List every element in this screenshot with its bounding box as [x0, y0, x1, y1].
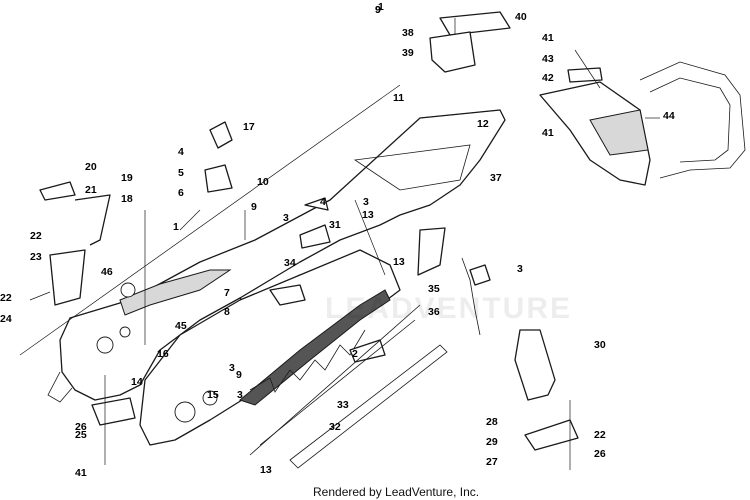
- callout-14: 14: [131, 376, 143, 388]
- chassis-frame: [47, 109, 506, 446]
- callout-32: 32: [329, 421, 341, 433]
- callout-29: 29: [486, 436, 498, 448]
- callout-22: 22: [0, 292, 12, 304]
- callout-22: 22: [594, 429, 606, 441]
- callout-9: 9: [375, 4, 381, 16]
- callout-39: 39: [402, 47, 414, 59]
- callout-3: 3: [283, 212, 289, 224]
- callout-41: 41: [542, 127, 554, 139]
- callout-12: 12: [477, 118, 489, 130]
- callout-22: 22: [30, 230, 42, 242]
- callout-8: 8: [224, 306, 230, 318]
- callout-3: 3: [363, 196, 369, 208]
- rear-panel: [429, 11, 746, 186]
- callout-28: 28: [486, 416, 498, 428]
- callout-44: 44: [663, 110, 675, 122]
- callout-21: 21: [85, 184, 97, 196]
- callout-24: 24: [0, 313, 12, 325]
- callout-34: 34: [284, 257, 296, 269]
- callout-41: 41: [542, 32, 554, 44]
- callout-9: 9: [236, 369, 242, 381]
- callout-10: 10: [257, 176, 269, 188]
- callout-35: 35: [428, 283, 440, 295]
- small-parts: [39, 121, 579, 469]
- callout-label: 9: [375, 4, 381, 16]
- callout-23: 23: [30, 251, 42, 263]
- callout-15: 15: [207, 389, 219, 401]
- callout-33: 33: [337, 399, 349, 411]
- callout-26: 26: [75, 421, 87, 433]
- callout-6: 6: [178, 187, 184, 199]
- callout-42: 42: [542, 72, 554, 84]
- callout-4: 4: [320, 196, 326, 208]
- leader-lines: [19, 18, 660, 470]
- callout-3: 3: [237, 389, 243, 401]
- callout-19: 19: [121, 172, 133, 184]
- callout-label: 1: [378, 1, 384, 13]
- callout-30: 30: [594, 339, 606, 351]
- callout-3: 3: [229, 362, 235, 374]
- callout-25: 25: [75, 429, 87, 441]
- callout-41: 41: [75, 467, 87, 479]
- footer-credit: Rendered by LeadVenture, Inc.: [313, 485, 479, 499]
- callout-43: 43: [542, 53, 554, 65]
- callout-26: 26: [594, 448, 606, 460]
- callout-13: 13: [393, 256, 405, 268]
- callout-labels: 1 9: [375, 1, 384, 16]
- callout-37: 37: [490, 172, 502, 184]
- callout-38: 38: [402, 27, 414, 39]
- callout-40: 40: [515, 11, 527, 23]
- callout-27: 27: [486, 456, 498, 468]
- callout-16: 16: [157, 348, 169, 360]
- callout-31: 31: [329, 219, 341, 231]
- callout-17: 17: [243, 121, 255, 133]
- callouts: 1 2 3 3 3 3 3 4 4 5 6 7 8 9 9 9 10 11 12…: [0, 4, 675, 479]
- callout-2: 2: [352, 348, 358, 360]
- callout-13: 13: [260, 464, 272, 476]
- callout-5: 5: [178, 167, 184, 179]
- callout-11: 11: [393, 92, 404, 104]
- callout-9: 9: [251, 201, 257, 213]
- callout-20: 20: [85, 161, 97, 173]
- callout-3: 3: [517, 263, 523, 275]
- callout-4: 4: [178, 146, 184, 158]
- callout-36: 36: [428, 306, 440, 318]
- callout-18: 18: [121, 193, 133, 205]
- callout-7: 7: [224, 287, 230, 299]
- callout-45: 45: [175, 320, 187, 332]
- callout-1: 1: [173, 221, 179, 233]
- watermark: LEADVENTURE: [325, 292, 572, 325]
- callout-46: 46: [101, 266, 113, 278]
- callout-13: 13: [362, 209, 374, 221]
